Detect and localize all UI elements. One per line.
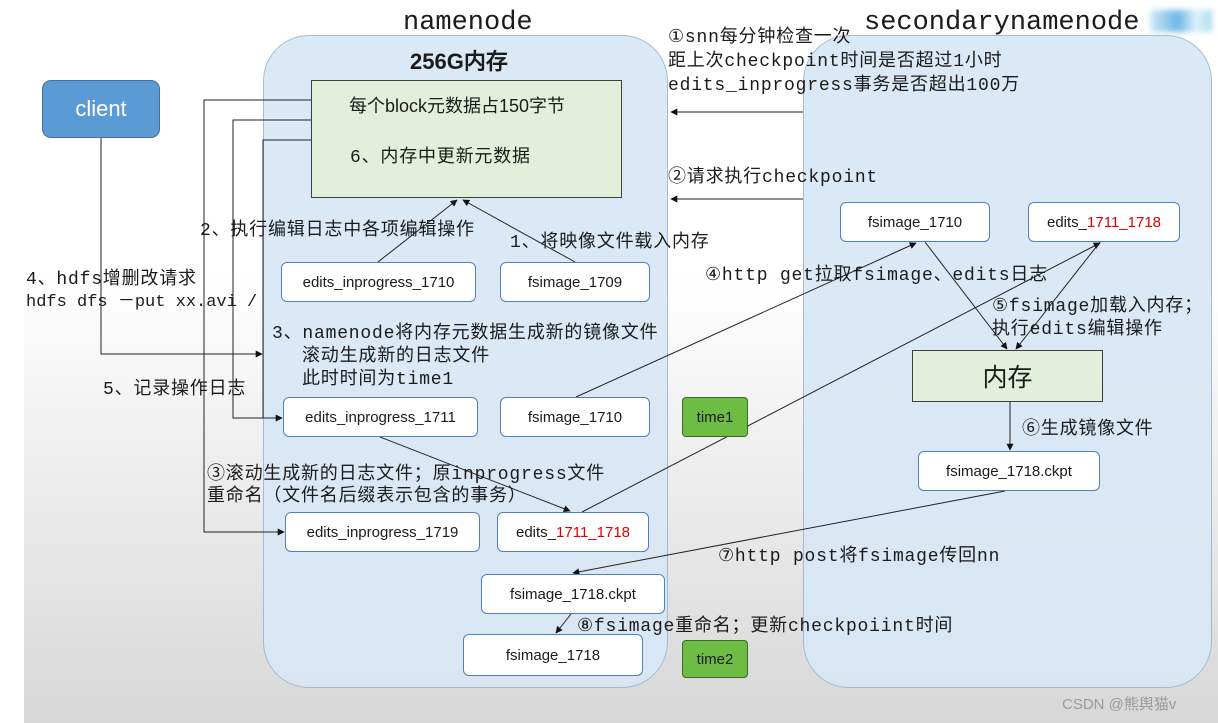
step5-label: 5、记录操作日志	[103, 380, 247, 400]
snn-edits-to-memory-arrow	[1015, 241, 1101, 350]
memory-update-label: 6、内存中更新元数据	[350, 148, 531, 168]
roll-step-line2: 重命名（文件名后缀表示包含的事务）	[207, 487, 527, 507]
edits-inprogress-1719-box: edits_inprogress_1719	[285, 512, 480, 552]
http-get-label: ④http get拉取fsimage、edits日志	[705, 266, 1048, 286]
block-metadata-label: 每个block元数据占150字节	[349, 96, 566, 116]
fsimage-1709-box: fsimage_1709	[500, 262, 650, 302]
step1-label: 1、将映像文件载入内存	[510, 233, 710, 253]
edits-prefix: edits_	[1047, 213, 1088, 231]
client-box: client	[42, 80, 160, 138]
rename-step-label: ⑧fsimage重命名；更新checkpoiint时间	[577, 617, 954, 637]
client-request-arrow	[100, 138, 263, 358]
snn-fsimage-to-memory-arrow	[924, 241, 1008, 350]
snn-edits-1711-1718-box: edits_1711_1718	[1028, 202, 1180, 242]
edits-range: 1711_1718	[556, 523, 630, 541]
blurred-logo-graphic	[1150, 10, 1212, 32]
edits-rename-arrow	[379, 436, 571, 512]
edit-log-bracket-outer	[203, 99, 311, 536]
post-fsimage-arrow	[572, 490, 1006, 576]
step4-command-label: hdfs dfs －put xx.avi /	[26, 293, 258, 312]
namenode-title: namenode	[403, 8, 533, 38]
edit-log-bracket-inner	[262, 139, 311, 418]
load-line2: 执行edits编辑操作	[992, 320, 1163, 340]
generate-image-label: ⑥生成镜像文件	[1022, 420, 1154, 440]
fsimage-to-memory-arrow	[462, 199, 576, 263]
step3-line1: 3、namenode将内存元数据生成新的镜像文件	[272, 324, 659, 344]
edits-inprogress-1711-box: edits_inprogress_1711	[283, 397, 478, 437]
request-checkpoint-label: ②请求执行checkpoint	[668, 168, 879, 188]
edits-range: 1711_1718	[1087, 213, 1161, 231]
time2-marker: time2	[682, 640, 748, 678]
step3-line3: 此时时间为time1	[302, 370, 455, 390]
check-line1: ①snn每分钟检查一次	[668, 28, 852, 48]
snn-memory-box: 内存	[912, 350, 1103, 402]
http-post-label: ⑦http post将fsimage传回nn	[718, 547, 1001, 567]
edits-inprogress-1710-box: edits_inprogress_1710	[281, 262, 476, 302]
edits-prefix: edits_	[516, 523, 557, 541]
step3-line2: 滚动生成新的日志文件	[302, 347, 490, 367]
load-line1: ⑤fsimage加载入内存；	[992, 297, 1203, 317]
get-fsimage-arrow	[575, 242, 917, 398]
step4-request-label: 4、hdfs增删改请求	[26, 270, 197, 290]
fsimage-1718-box: fsimage_1718	[463, 634, 643, 676]
time1-marker: time1	[682, 397, 748, 437]
check-line2: 距上次checkpoint时间是否超过1小时	[668, 52, 1003, 72]
step2-label: 2、执行编辑日志中各项编辑操作	[200, 221, 475, 241]
snn-fsimage-1710-box: fsimage_1710	[840, 202, 990, 242]
secondarynamenode-title: secondarynamenode	[864, 8, 1140, 38]
roll-step-line1: ③滚动生成新的日志文件；原inprogress文件	[207, 465, 606, 485]
edit-log-bracket-middle	[232, 119, 311, 422]
get-edits-arrow	[581, 242, 1101, 513]
snn-fsimage-1718-ckpt-box: fsimage_1718.ckpt	[918, 451, 1100, 491]
namenode-edits-1711-1718-box: edits_1711_1718	[497, 512, 649, 552]
check-line3: edits_inprogress事务是否超出100万	[668, 76, 1021, 96]
edits-to-memory-arrow	[377, 199, 458, 263]
namenode-fsimage-1710-box: fsimage_1710	[500, 397, 650, 437]
rename-ckpt-arrow	[555, 613, 572, 634]
namenode-fsimage-1718-ckpt-box: fsimage_1718.ckpt	[481, 574, 665, 614]
namenode-memory-box	[311, 80, 622, 198]
memory-heading: 256G内存	[410, 49, 508, 74]
watermark: CSDN @熊舆猫v	[1062, 696, 1177, 713]
